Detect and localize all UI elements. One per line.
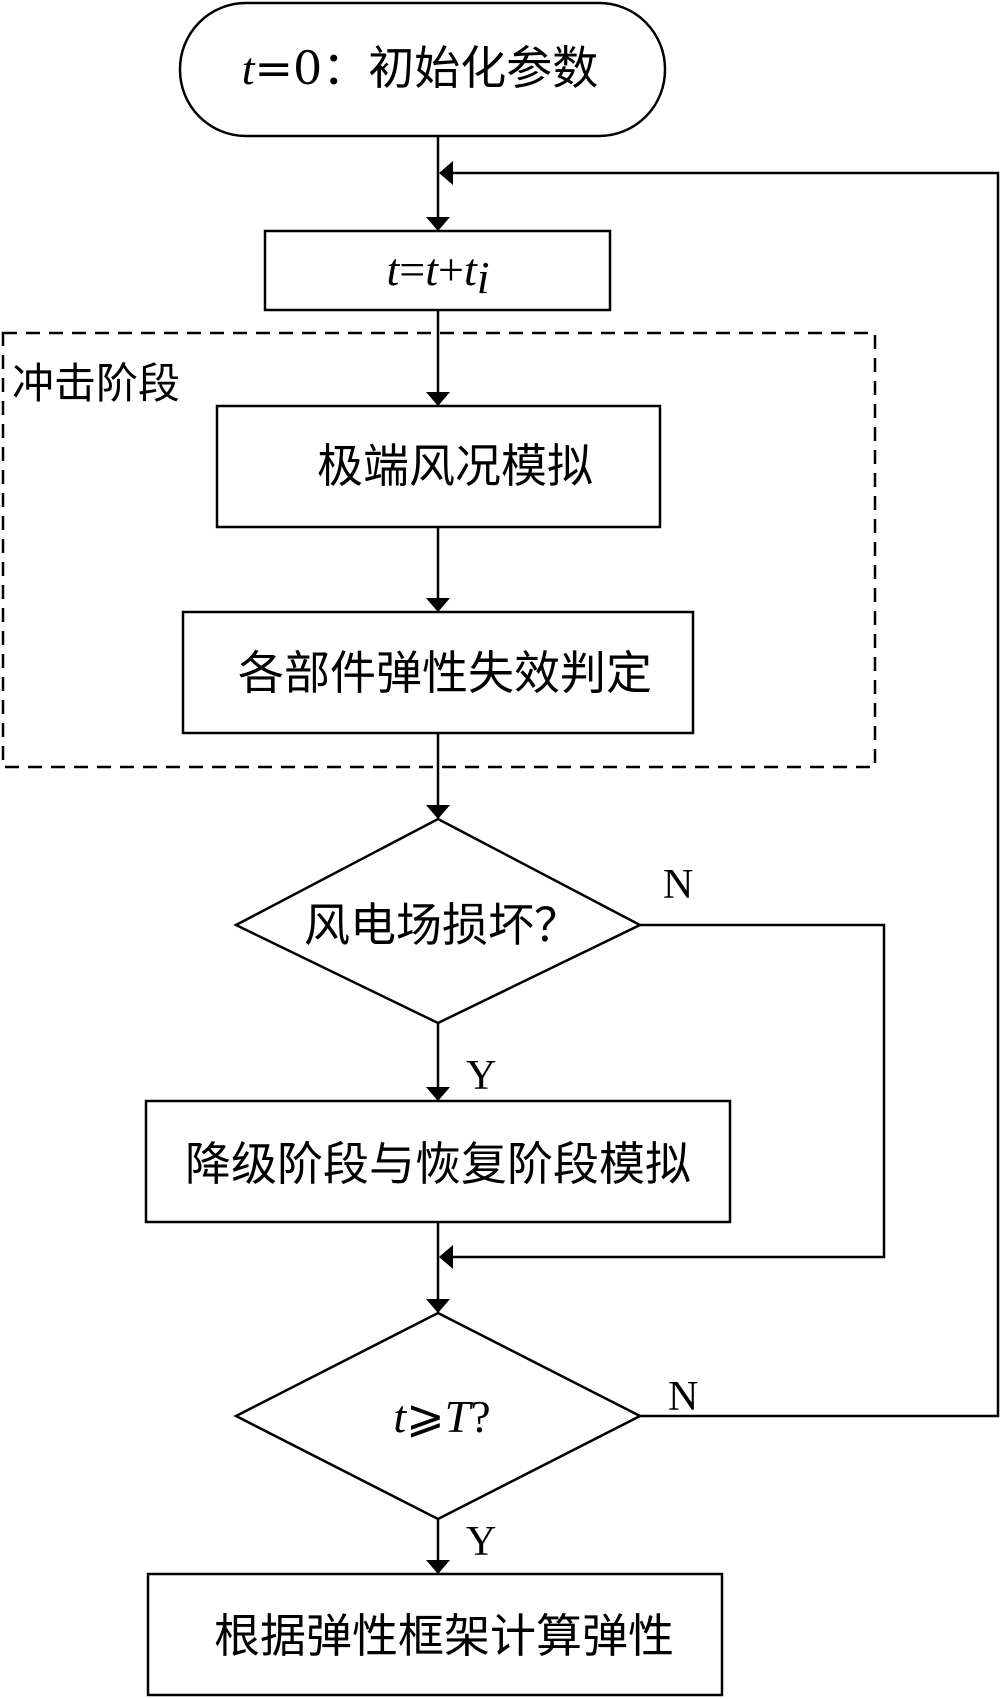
edge-damage-no (439, 923, 886, 1269)
timestep-label: t=t+ti (386, 244, 489, 303)
calc-resilience-box (146, 1572, 724, 1697)
damage-yes-label: Y (466, 1053, 496, 1099)
damage-decision-label: 风电场损坏？ (304, 898, 580, 952)
damage-no-label: N (663, 862, 693, 908)
time-yes-label: Y (466, 1519, 496, 1565)
failure-judgement-label: 各部件弹性失效判定 (238, 646, 652, 700)
extreme-wind-label: 极端风况模拟 (317, 439, 593, 493)
time-decision-label: t⩾T? (393, 1391, 490, 1442)
extreme-wind-box (215, 404, 662, 529)
failure-judgement-box (181, 610, 695, 735)
start-label: t=0：初始化参数 (242, 41, 599, 95)
degradation-recovery-label: 降级阶段与恢复阶段模拟 (185, 1137, 691, 1191)
impact-stage-group (1, 331, 877, 769)
start-terminal (178, 1, 667, 138)
calc-resilience-label: 根据弹性框架计算弹性 (214, 1609, 674, 1663)
impact-stage-label: 冲击阶段 (12, 359, 180, 408)
edge-time-no-loop (439, 161, 1000, 1418)
timestep-box (263, 229, 612, 312)
time-no-label: N (668, 1374, 698, 1420)
